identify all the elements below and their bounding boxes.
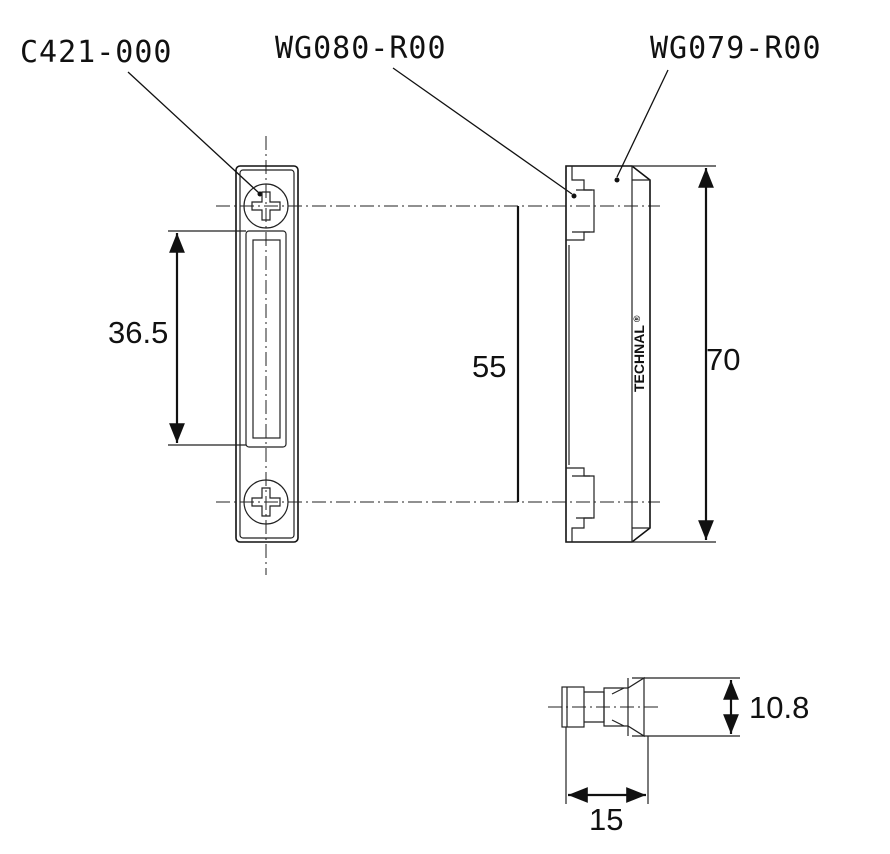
slot-outer — [245, 230, 287, 448]
side-view: TECHNAL® — [565, 165, 651, 543]
dim-text-slot-length: 36.5 — [108, 315, 168, 350]
dim-text-depth: 15 — [589, 802, 623, 837]
top-screw-cross-icon — [251, 191, 281, 221]
label-c421-000: C421-000 — [20, 35, 173, 70]
top-clip-detail — [572, 189, 592, 233]
label-wg080-r00: WG080-R00 — [275, 31, 447, 66]
leader-c421-dot — [257, 191, 263, 197]
dim-text-screw-spacing: 55 — [472, 349, 506, 384]
front-outline — [235, 165, 299, 543]
leader-wg080-dot — [571, 193, 577, 199]
dim-text-overall-length: 70 — [706, 342, 740, 377]
leader-c421 — [127, 71, 260, 194]
top-clip — [565, 166, 595, 241]
front-inner-outline — [239, 169, 295, 539]
bottom-view-hatch — [611, 687, 625, 727]
slot-inner — [252, 239, 281, 439]
leader-wg079 — [616, 69, 669, 178]
bottom-screw-cross-icon — [251, 487, 281, 517]
leader-wg079-dot — [614, 177, 620, 183]
front-view — [235, 136, 299, 575]
leader-wg080 — [392, 67, 573, 195]
bottom-clip — [565, 467, 595, 542]
bottom-clip-detail — [572, 475, 592, 519]
bottom-view — [548, 676, 660, 738]
dim-text-height: 10.8 — [749, 690, 809, 725]
label-wg079-r00: WG079-R00 — [650, 31, 822, 66]
brand-technal: TECHNAL® — [631, 315, 647, 392]
bottom-view-block-left — [561, 686, 585, 728]
